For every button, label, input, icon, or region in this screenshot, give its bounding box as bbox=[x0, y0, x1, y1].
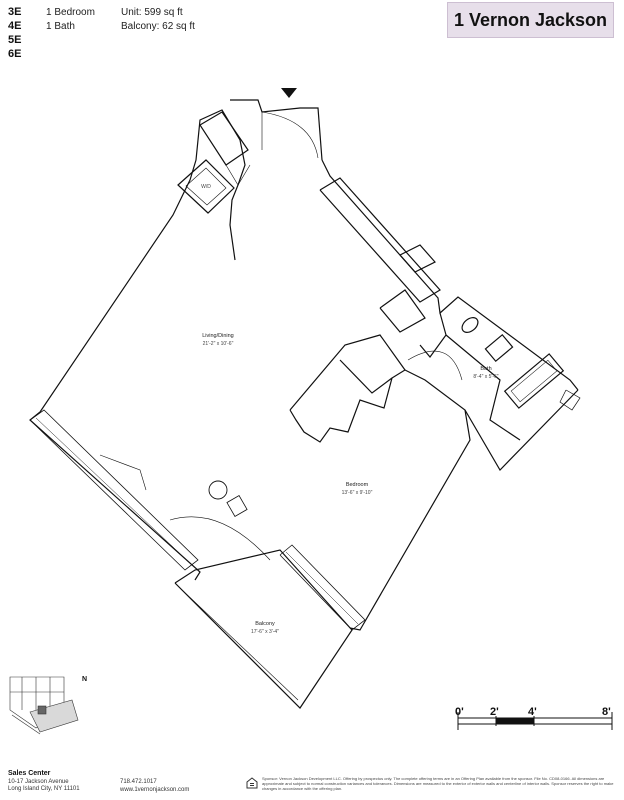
address-line: Long Island City, NY 11101 bbox=[8, 786, 80, 792]
exterior-wall bbox=[39, 109, 246, 413]
window-frame bbox=[279, 544, 366, 631]
kitchen-counter bbox=[379, 289, 426, 333]
scale-label: 0' bbox=[455, 706, 464, 718]
interior-wall bbox=[419, 312, 447, 358]
living-dims: 21'-2" x 10'-6" bbox=[203, 341, 234, 347]
balcony-door-swing bbox=[169, 516, 271, 561]
interior-wall bbox=[339, 359, 393, 394]
unit-number: 5E bbox=[8, 34, 22, 46]
closet-label: W/D bbox=[201, 184, 211, 190]
vanity bbox=[484, 333, 514, 363]
kitchen-counter bbox=[399, 244, 436, 273]
exterior-wall bbox=[321, 159, 579, 391]
window-pane bbox=[285, 551, 359, 625]
sales-center-title: Sales Center bbox=[8, 770, 51, 777]
bedroom-dims: 13'-6" x 9'-10" bbox=[342, 490, 373, 496]
scale-bar bbox=[457, 712, 613, 730]
closet-wall bbox=[177, 159, 235, 214]
living-label: Living/Dining bbox=[202, 333, 234, 339]
column-base bbox=[226, 495, 248, 517]
bedroom-label: Bedroom bbox=[346, 482, 369, 488]
balcony-label: Balcony bbox=[255, 621, 275, 627]
scale-label: 2' bbox=[490, 706, 499, 718]
bath-dims: 8'-4" x 5'-6" bbox=[473, 374, 498, 380]
balcony-rail bbox=[174, 549, 353, 709]
closet-wall bbox=[199, 111, 249, 166]
bedroom-door-swing bbox=[407, 350, 463, 381]
sales-center-address: 10-17 Jackson Avenue Long Island City, N… bbox=[8, 779, 80, 793]
area-summary: Unit: 599 sq ft Balcony: 62 sq ft bbox=[121, 6, 195, 34]
exterior-wall bbox=[230, 99, 323, 161]
key-plan bbox=[9, 676, 79, 735]
column bbox=[208, 480, 228, 500]
balcony-area: Balcony: 62 sq ft bbox=[121, 21, 195, 32]
window-frame bbox=[29, 409, 199, 571]
exterior-wall bbox=[404, 369, 579, 471]
interior-wall bbox=[289, 334, 406, 443]
unit-number: 3E bbox=[8, 6, 22, 18]
exterior-wall bbox=[29, 411, 201, 581]
bathtub bbox=[503, 353, 565, 409]
address-line: 10-17 Jackson Avenue bbox=[8, 779, 69, 785]
closet-wall bbox=[185, 167, 227, 206]
closet-door bbox=[225, 164, 251, 186]
north-indicator: N bbox=[82, 676, 88, 683]
balcony-dims: 17'-6" x 3'-4" bbox=[251, 629, 279, 635]
bathtub-inner bbox=[510, 359, 558, 403]
entry-arrow-icon bbox=[281, 88, 297, 98]
kitchen-counter bbox=[319, 177, 441, 303]
window-pane bbox=[35, 417, 193, 566]
website-link[interactable]: www.1vernonjackson.com bbox=[120, 787, 190, 793]
bedroom-count: 1 Bedroom bbox=[46, 7, 95, 18]
brand-title: 1 Vernon Jackson bbox=[447, 2, 614, 38]
unit-number: 6E bbox=[8, 48, 22, 60]
room-count: 1 Bedroom 1 Bath bbox=[46, 6, 95, 34]
legal-disclaimer: Sponsor: Vernon Jackson Development LLC.… bbox=[262, 776, 614, 791]
entry-door-swing bbox=[261, 111, 319, 159]
interior-wall bbox=[445, 334, 521, 441]
unit-area: Unit: 599 sq ft bbox=[121, 7, 183, 18]
bath-label: Bath bbox=[480, 366, 491, 372]
unit-numbers: 3E 4E 5E 6E bbox=[8, 5, 21, 61]
phone-number: 718.472.1017 bbox=[120, 779, 157, 785]
contact-info: 718.472.1017 www.1vernonjackson.com bbox=[120, 778, 189, 794]
scale-label: 4' bbox=[528, 706, 537, 718]
window-frame bbox=[559, 389, 581, 411]
unit-number: 4E bbox=[8, 20, 22, 32]
equal-housing-icon bbox=[246, 777, 258, 789]
bath-count: 1 Bath bbox=[46, 21, 75, 32]
exterior-wall bbox=[349, 409, 471, 631]
window-frame bbox=[99, 454, 147, 491]
toilet bbox=[461, 317, 479, 333]
balcony-rail bbox=[179, 587, 299, 701]
scale-label: 8' bbox=[602, 706, 611, 718]
